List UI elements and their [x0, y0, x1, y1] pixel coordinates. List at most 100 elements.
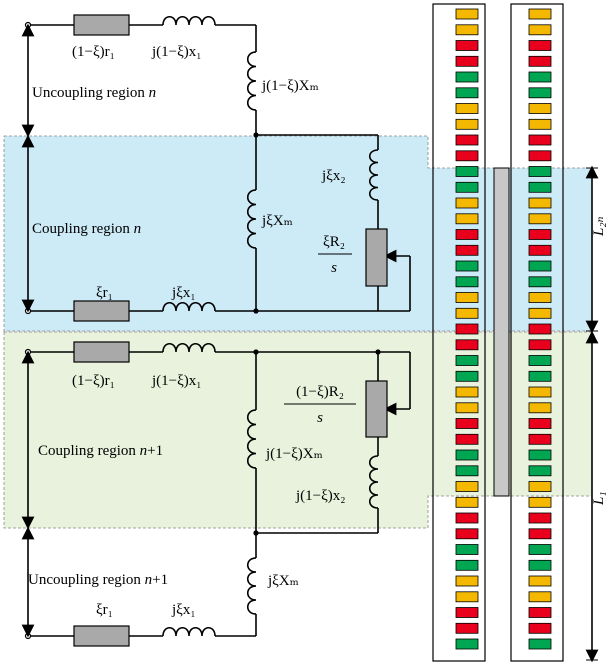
- winding-slot: [455, 307, 479, 319]
- inductor-Xm-top: [246, 51, 257, 111]
- winding-slot: [455, 433, 479, 445]
- winding-slot: [455, 512, 479, 524]
- winding-slot: [455, 622, 479, 634]
- label-x2-coupling-n1: j(1−ξ)x₂: [295, 488, 346, 504]
- inductors: [162, 15, 379, 637]
- winding-slot: [528, 638, 552, 650]
- winding-slot: [455, 386, 479, 398]
- winding-slot: [455, 418, 479, 429]
- label-R2-n-den: s: [331, 260, 337, 276]
- resistor-r1-top: [73, 14, 130, 36]
- winding-slot: [528, 24, 552, 36]
- winding-slot: [455, 244, 479, 256]
- winding-slot: [455, 166, 479, 177]
- winding-slot: [528, 197, 552, 209]
- winding-slot: [455, 8, 479, 20]
- winding-slot: [528, 481, 552, 492]
- inductor-x1-coupling-n: [162, 301, 216, 312]
- winding-slot: [455, 355, 479, 366]
- winding-slot: [528, 544, 552, 555]
- variable-resistor-R2-n: [365, 228, 388, 287]
- label-Xm-bottom: jξXₘ: [267, 573, 299, 589]
- winding-slot: [455, 24, 479, 36]
- winding-slot: [528, 370, 552, 382]
- winding-slot: [455, 197, 479, 209]
- winding-slot: [528, 40, 552, 51]
- label-R2-n1-den: s: [317, 410, 323, 426]
- winding-slot: [528, 166, 552, 177]
- winding-slot: [455, 339, 479, 351]
- label-uncoupling-region-n: Uncoupling region n: [32, 85, 156, 101]
- label-x1-bottom: jξx₁: [171, 602, 196, 618]
- label-Xm-coupling-n1: j(1−ξ)Xₘ: [265, 446, 323, 462]
- inductor-x1-bottom: [162, 626, 216, 637]
- winding-slot: [528, 87, 552, 99]
- winding-slot: [528, 402, 552, 414]
- winding-slot: [455, 638, 479, 650]
- resistor-r1-bottom: [73, 625, 130, 647]
- winding-slot: [528, 575, 552, 587]
- winding-slot: [528, 355, 552, 366]
- label-x1-coupling-n1: j(1−ξ)x₁: [151, 373, 202, 389]
- winding-slot: [455, 370, 479, 382]
- inductor-x2-n: [368, 149, 379, 201]
- label-L1: L₁: [591, 491, 607, 506]
- winding-slot: [528, 307, 552, 319]
- winding-slot: [528, 134, 552, 146]
- winding-slot: [455, 591, 479, 603]
- winding-slot: [528, 71, 552, 83]
- winding-slot: [455, 496, 479, 508]
- winding-slot: [528, 386, 552, 398]
- winding-slot: [455, 134, 479, 146]
- resistor-r1-coupling-n1: [73, 341, 130, 363]
- label-Xm-top: j(1−ξ)Xₘ: [261, 78, 319, 94]
- label-x2-n: jξx₂: [321, 168, 346, 184]
- winding-slot: [528, 465, 552, 477]
- winding-slot: [455, 260, 479, 272]
- inductor-x2-coupling-n1: [368, 455, 379, 509]
- winding-slot: [528, 512, 552, 524]
- winding-slot: [528, 55, 552, 67]
- winding-slot: [455, 103, 479, 114]
- label-L2n: L₂ₙ: [591, 216, 607, 237]
- winding-slot: [528, 292, 552, 303]
- label-Xm-n: jξXₘ: [261, 213, 293, 229]
- winding-slot: [455, 71, 479, 83]
- resistors: [73, 14, 388, 647]
- winding-slot: [455, 40, 479, 51]
- secondary-bar: [493, 167, 510, 497]
- winding-slot: [528, 418, 552, 429]
- label-coupling-region-n: Coupling region n: [32, 221, 141, 237]
- inductor-Xm-coupling-n1: [246, 409, 257, 469]
- winding-slot: [455, 449, 479, 461]
- label-R2-n1-num: (1−ξ)R₂: [296, 384, 344, 400]
- winding-slot: [528, 244, 552, 256]
- winding-slot: [455, 559, 479, 571]
- winding-slot: [455, 528, 479, 540]
- winding-slot: [455, 229, 479, 240]
- winding-slot: [455, 276, 479, 288]
- label-r1-coupling-n: ξr₁: [96, 285, 113, 301]
- winding-slot: [455, 607, 479, 618]
- winding-slot: [528, 150, 552, 162]
- label-x1-coupling-n: jξx₁: [171, 285, 196, 301]
- winding-slot: [455, 323, 479, 335]
- winding-slot: [528, 8, 552, 20]
- winding-slot: [455, 465, 479, 477]
- circuit-wiring: [30, 24, 411, 637]
- winding-slot: [528, 433, 552, 445]
- winding-slot: [455, 150, 479, 162]
- winding-slot: [455, 402, 479, 414]
- winding-slot: [455, 575, 479, 587]
- winding-slot: [528, 323, 552, 335]
- label-coupling-region-n1: Coupling region n+1: [38, 443, 163, 459]
- winding-slot: [455, 55, 479, 67]
- winding-slot: [528, 260, 552, 272]
- label-r1-top: (1−ξ)r₁: [72, 44, 115, 60]
- winding-slot: [455, 292, 479, 303]
- component-labels: (1−ξ)r₁ j(1−ξ)x₁ j(1−ξ)Xₘ jξx₂ jξXₘ ξR₂ …: [72, 44, 356, 618]
- winding-slot: [455, 118, 479, 130]
- winding-slot: [528, 496, 552, 508]
- label-uncoupling-region-n1: Uncoupling region n+1: [28, 572, 168, 588]
- inductor-Xm-bottom: [246, 557, 257, 615]
